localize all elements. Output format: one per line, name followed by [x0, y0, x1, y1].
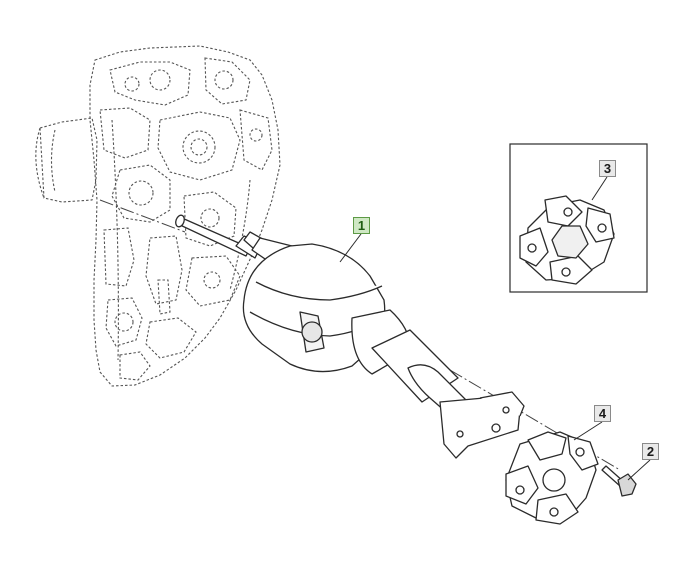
coupling-bolt[interactable]	[601, 465, 637, 497]
gearbox-housing-phantom	[35, 45, 281, 387]
drive-shaft-assembly[interactable]	[174, 214, 525, 459]
callout-leaders	[339, 176, 651, 481]
coupling-detail-inset[interactable]	[509, 143, 648, 293]
flexible-coupling[interactable]	[505, 431, 599, 525]
callout-label-4[interactable]: 4	[594, 405, 611, 422]
callout-label-2[interactable]: 2	[642, 443, 659, 460]
callout-label-3[interactable]: 3	[599, 160, 616, 177]
callout-label-1[interactable]: 1	[353, 217, 370, 234]
